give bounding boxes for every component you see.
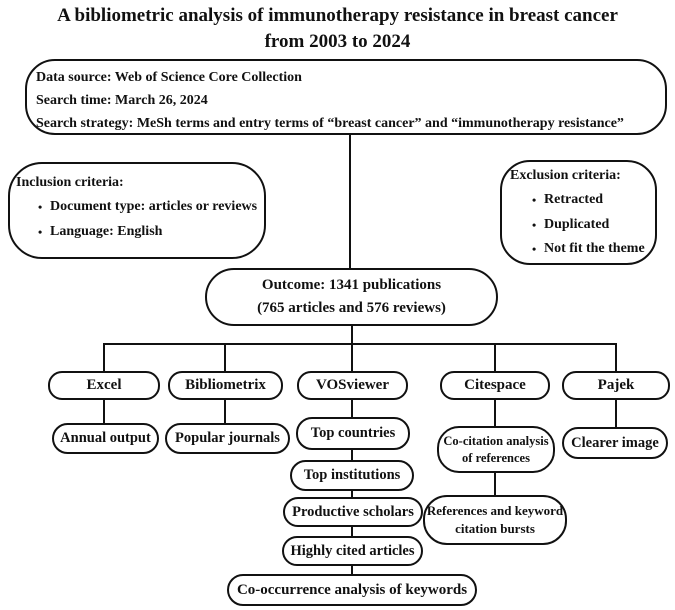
exclusion-item: Not fit the theme [510, 237, 655, 262]
output-highly-cited-articles-box: Highly cited articles [282, 536, 423, 566]
inclusion-item: Document type: articles or reviews [16, 195, 264, 220]
tool-excel-box: Excel [48, 371, 160, 400]
tool-pajek-box: Pajek [562, 371, 670, 400]
connector-bar-to-bibliometrix [224, 343, 226, 372]
figure-title-line1: A bibliometric analysis of immunotherapy… [57, 5, 618, 26]
outcome-line2: (765 articles and 576 reviews) [257, 300, 446, 316]
exclusion-item: Duplicated [510, 213, 655, 238]
co-citation-line1: Co-citation analysis [443, 433, 549, 448]
search-source-box: Data source: Web of Science Core Collect… [25, 59, 667, 135]
exclusion-list: Retracted Duplicated Not fit the theme [510, 188, 655, 262]
connector-branch-bar [103, 343, 617, 345]
connector-bar-to-excel [103, 343, 105, 372]
connector-outcome-to-vosviewer [351, 325, 353, 372]
connector-productive-scholars-to-highly-cited [351, 525, 353, 537]
connector-vosviewer-to-top-countries [351, 399, 353, 418]
tool-bibliometrix-box: Bibliometrix [168, 371, 283, 400]
search-strategy-line: Search strategy: MeSh terms and entry te… [36, 116, 624, 131]
citation-bursts-line2: citation bursts [455, 521, 535, 536]
connector-excel-to-annual-output [103, 399, 105, 424]
output-popular-journals-box: Popular journals [165, 423, 290, 454]
output-top-institutions-box: Top institutions [290, 460, 414, 491]
exclusion-item: Retracted [510, 188, 655, 213]
inclusion-list: Document type: articles or reviews Langu… [16, 195, 264, 244]
tool-vosviewer-box: VOSviewer [297, 371, 408, 400]
connector-search-to-outcome [349, 134, 351, 269]
outcome-box: Outcome: 1341 publications (765 articles… [205, 268, 498, 326]
co-citation-line2: of references [462, 450, 530, 465]
output-citation-bursts-box: References and keyword citation bursts [423, 495, 567, 545]
output-clearer-image-box: Clearer image [562, 427, 668, 459]
connector-bar-to-citespace [494, 343, 496, 372]
output-productive-scholars-box: Productive scholars [283, 497, 423, 527]
output-annual-output-box: Annual output [52, 423, 159, 454]
exclusion-heading: Exclusion criteria: [510, 168, 621, 183]
connector-bar-to-pajek [615, 343, 617, 372]
figure-title-line2: from 2003 to 2024 [264, 31, 411, 52]
connector-co-citation-to-citation-bursts [494, 471, 496, 496]
exclusion-criteria-box: Exclusion criteria: Retracted Duplicated… [500, 160, 657, 265]
inclusion-item: Language: English [16, 220, 264, 245]
outcome-line1: Outcome: 1341 publications [261, 277, 442, 293]
connector-bibliometrix-to-popular-journals [224, 399, 226, 424]
output-co-occurrence-keywords-box: Co-occurrence analysis of keywords [227, 574, 477, 606]
data-source-line: Data source: Web of Science Core Collect… [36, 70, 302, 85]
inclusion-criteria-box: Inclusion criteria: Document type: artic… [8, 162, 266, 259]
citation-bursts-line1: References and keyword [426, 503, 564, 518]
inclusion-heading: Inclusion criteria: [16, 175, 124, 190]
connector-citespace-to-co-citation [494, 399, 496, 427]
connector-top-countries-to-top-institutions [351, 448, 353, 461]
connector-highly-cited-to-co-occurrence [351, 564, 353, 575]
search-time-line: Search time: March 26, 2024 [36, 93, 208, 108]
connector-pajek-to-clearer-image [615, 399, 617, 428]
tool-citespace-box: Citespace [440, 371, 550, 400]
connector-top-institutions-to-productive-scholars [351, 489, 353, 498]
output-top-countries-box: Top countries [296, 417, 410, 450]
output-co-citation-box: Co-citation analysis of references [437, 426, 555, 473]
